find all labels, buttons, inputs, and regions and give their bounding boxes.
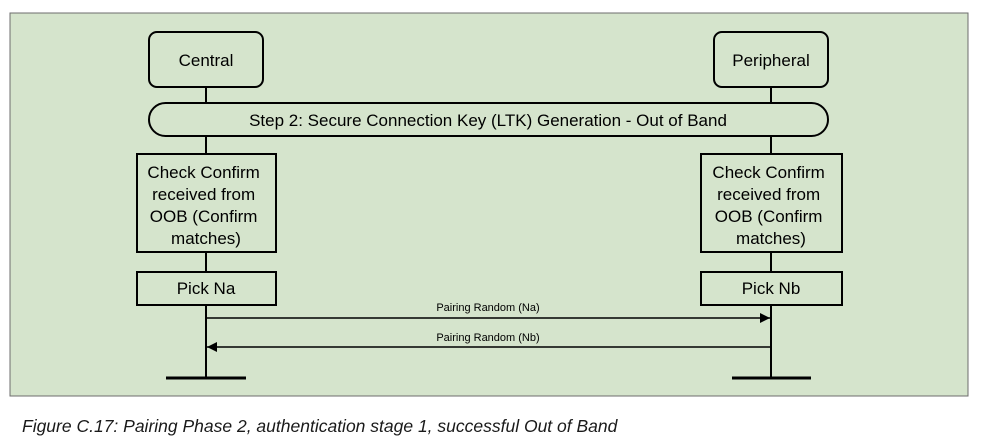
peripheral-label: Peripheral bbox=[732, 51, 810, 70]
central-label: Central bbox=[179, 51, 234, 70]
sequence-diagram: Central Peripheral Step 2: Secure Connec… bbox=[9, 12, 969, 397]
central-pick-box: Pick Na bbox=[136, 271, 277, 306]
peripheral-check-line-4: matches) bbox=[736, 229, 806, 248]
central-check-line-2: received from bbox=[152, 185, 255, 204]
central-check-line-4: matches) bbox=[171, 229, 241, 248]
message-pairing-random-na: Pairing Random (Na) bbox=[206, 302, 770, 323]
message-2-label: Pairing Random (Nb) bbox=[436, 332, 539, 344]
central-pick-label: Pick Na bbox=[177, 279, 236, 298]
peripheral-check-confirm-box: Check Confirm received from OOB (Confirm… bbox=[700, 153, 843, 253]
peripheral-pick-label: Pick Nb bbox=[742, 279, 801, 298]
central-participant: Central bbox=[148, 31, 264, 88]
svg-text:Check Confirm received: Check Confirm received from OOB (Confirm… bbox=[712, 163, 829, 248]
peripheral-check-line-1: Check Confirm bbox=[712, 163, 824, 182]
peripheral-check-line-2: received from bbox=[717, 185, 820, 204]
step-banner: Step 2: Secure Connection Key (LTK) Gene… bbox=[148, 102, 829, 137]
step-banner-label: Step 2: Secure Connection Key (LTK) Gene… bbox=[249, 111, 727, 130]
peripheral-check-line-3: OOB (Confirm bbox=[715, 207, 823, 226]
figure-caption: Figure C.17: Pairing Phase 2, authentica… bbox=[22, 416, 618, 436]
peripheral-pick-box: Pick Nb bbox=[700, 271, 843, 306]
peripheral-participant: Peripheral bbox=[713, 31, 829, 88]
central-check-confirm-box: Check Confirm received from OOB (Confirm… bbox=[136, 153, 277, 253]
message-1-label: Pairing Random (Na) bbox=[436, 302, 539, 314]
central-check-line-1: Check Confirm bbox=[147, 163, 259, 182]
message-pairing-random-nb: Pairing Random (Nb) bbox=[207, 332, 771, 352]
central-check-line-3: OOB (Confirm bbox=[150, 207, 258, 226]
svg-text:Check Confirm received: Check Confirm received from OOB (Confirm… bbox=[147, 163, 264, 248]
